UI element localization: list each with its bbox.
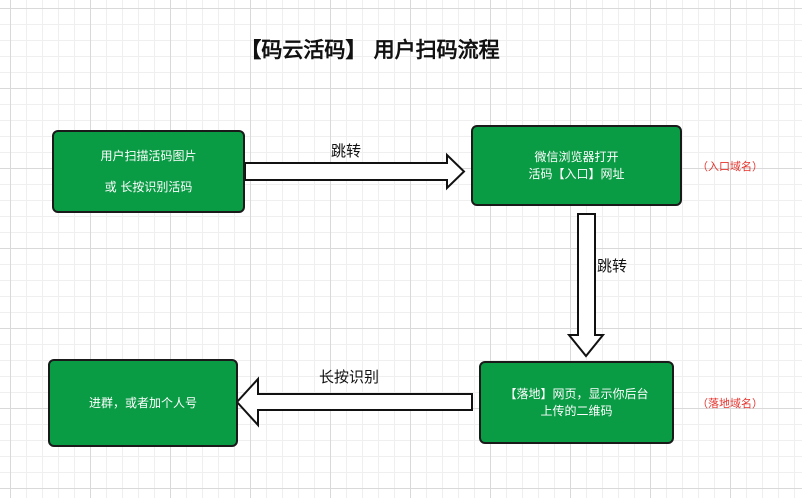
landing-domain-label: （落地域名） bbox=[697, 397, 763, 410]
diagram-title: 【码云活码】 用户扫码流程 bbox=[240, 38, 500, 62]
arrow-label-jump-1: 跳转 bbox=[331, 142, 362, 160]
join-group-line1: 进群，或者加个人号 bbox=[88, 395, 197, 410]
arrow-right bbox=[244, 152, 466, 191]
wechat-browser-line1: 微信浏览器打开 bbox=[534, 149, 619, 164]
arrow-label-longpress: 长按识别 bbox=[319, 368, 380, 386]
wechat-browser-box: 微信浏览器打开 活码【入口】网址 bbox=[471, 125, 682, 206]
join-group-box: 进群，或者加个人号 bbox=[48, 359, 238, 447]
scan-qr-line2: 或 长按识别活码 bbox=[104, 179, 193, 194]
entry-domain-label: （入口域名） bbox=[697, 160, 763, 173]
arrow-left bbox=[235, 376, 473, 428]
landing-page-box: 【落地】网页，显示你后台 上传的二维码 bbox=[479, 361, 674, 444]
arrow-label-jump-2: 跳转 bbox=[597, 257, 628, 275]
wechat-browser-line2: 活码【入口】网址 bbox=[528, 166, 625, 181]
landing-page-line1: 【落地】网页，显示你后台 bbox=[504, 386, 649, 401]
landing-page-line2: 上传的二维码 bbox=[540, 403, 613, 418]
scan-qr-box: 用户扫描活码图片 或 长按识别活码 bbox=[52, 130, 245, 213]
arrow-down bbox=[566, 213, 606, 358]
scan-qr-line1: 用户扫描活码图片 bbox=[100, 148, 197, 163]
